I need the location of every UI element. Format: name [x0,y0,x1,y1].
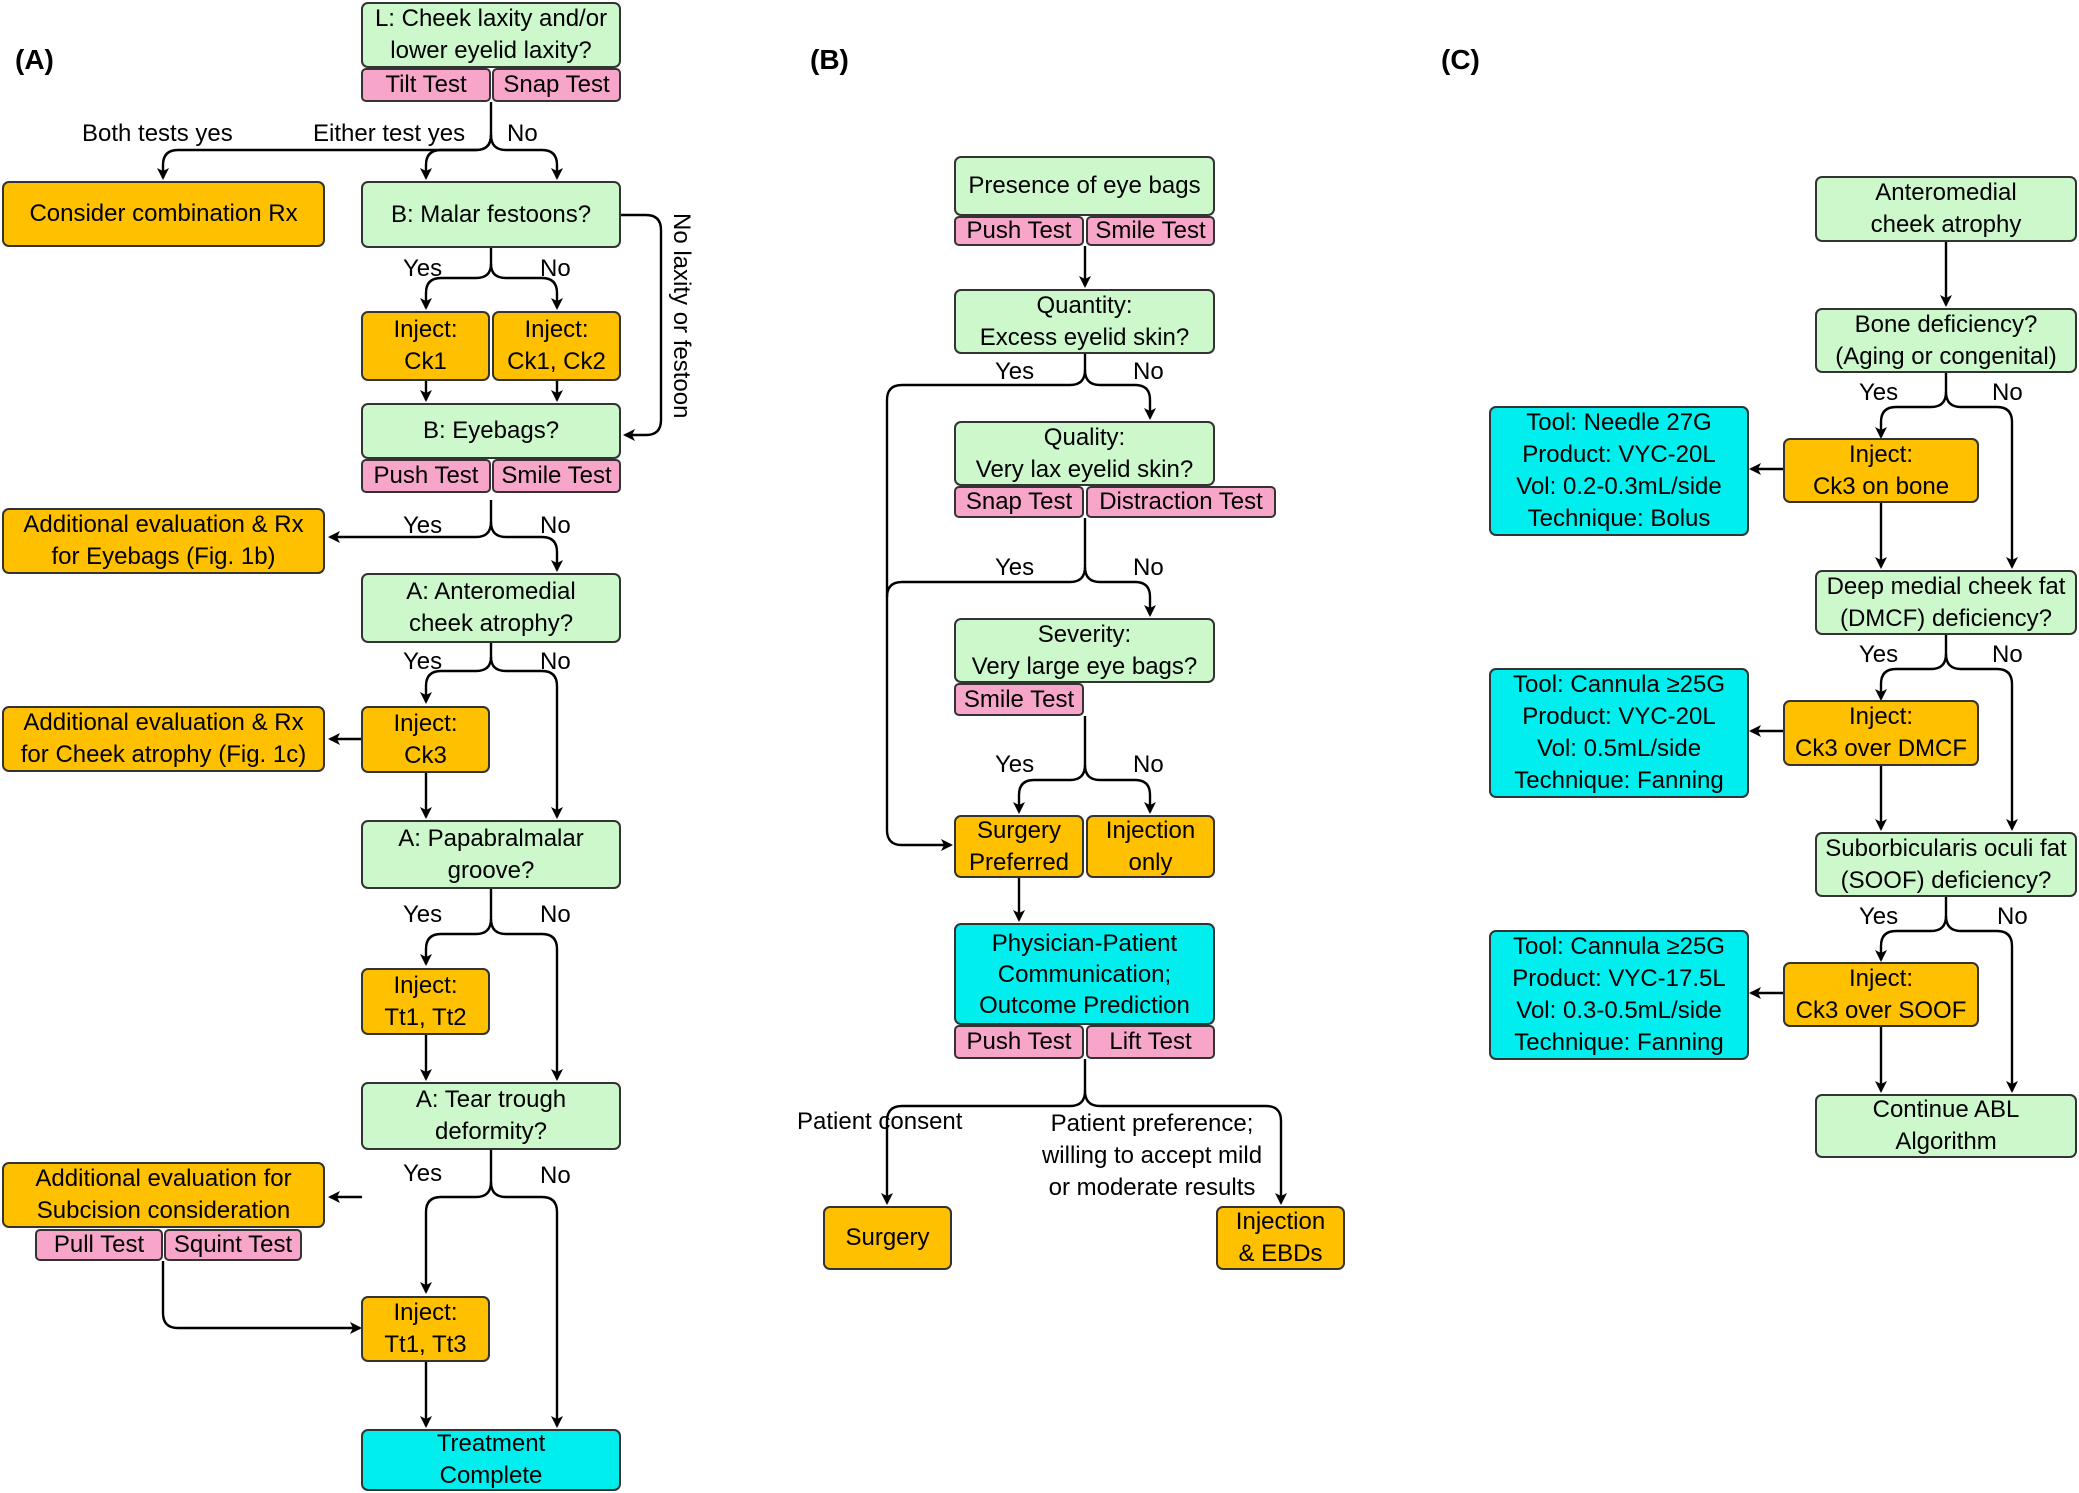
question-bone-deficiency: Bone deficiency? (Aging or congenital) [1815,308,2077,373]
label-patient-preference: Patient preference; willing to accept mi… [1041,1110,1263,1201]
label-no: No [540,901,571,928]
question-soof-deficiency: Suborbicularis oculi fat (SOOF) deficien… [1815,832,2077,897]
lift-test-badge: Lift Test [1086,1025,1215,1059]
question-severity: Severity: Very large eye bags? [954,618,1215,683]
physician-patient-communication: Physician-Patient Communication; Outcome… [954,923,1215,1025]
inject-ck3-on-bone: Inject: Ck3 on bone [1783,438,1979,503]
label-yes: Yes [403,255,443,282]
pull-test-badge: Pull Test [35,1229,163,1261]
evaluation-eyebags: Additional evaluation & Rx for Eyebags (… [2,508,325,574]
smile-test-badge: Smile Test [954,683,1084,716]
question-eyebags: B: Eyebags? [361,403,621,459]
inject-ck3: Inject: Ck3 [361,706,490,773]
label-no: No [1992,641,2023,668]
continue-abl-algorithm: Continue ABL Algorithm [1815,1094,2077,1158]
panel-label-a: (A) [15,44,54,75]
label-no: No [540,512,571,539]
evaluation-cheek-atrophy: Additional evaluation & Rx for Cheek atr… [2,706,325,772]
question-dmcf-deficiency: Deep medial cheek fat (DMCF) deficiency? [1815,570,2077,635]
question-anteromedial-atrophy: A: Anteromedial cheek atrophy? [361,573,621,643]
snap-test-badge: Snap Test [954,486,1084,518]
push-test-badge: Push Test [954,216,1084,246]
label-no: No [1997,903,2028,930]
push-test-badge: Push Test [361,459,491,493]
panel-label-c: (C) [1441,44,1480,75]
label-no: No [1133,358,1164,385]
label-yes: Yes [995,358,1035,385]
question-palpebromalar-groove: A: Papabralmalar groove? [361,820,621,889]
question-laxity: L: Cheek laxity and/or lower eyelid laxi… [361,2,621,68]
push-test-badge: Push Test [954,1025,1084,1059]
consider-combination-rx: Consider combination Rx [2,181,325,247]
panel-label-b: (B) [810,44,849,75]
label-yes: Yes [1859,379,1899,406]
inject-ck1-ck2: Inject: Ck1, Ck2 [492,311,621,381]
tool-cannula-25g-dmcf: Tool: Cannula ≥25G Product: VYC-20L Vol:… [1489,668,1749,798]
presence-of-eye-bags: Presence of eye bags [954,156,1215,216]
label-yes: Yes [403,901,443,928]
label-yes: Yes [1859,641,1899,668]
label-no: No [540,648,571,675]
label-yes: Yes [403,1160,443,1187]
label-either-test-yes: Either test yes [313,120,466,147]
inject-ck3-over-dmcf: Inject: Ck3 over DMCF [1783,700,1979,766]
tool-cannula-25g-soof: Tool: Cannula ≥25G Product: VYC-17.5L Vo… [1489,930,1749,1060]
evaluation-subcision: Additional evaluation for Subcision cons… [2,1162,325,1228]
label-patient-consent: Patient consent [797,1108,963,1135]
label-no: No [540,255,571,282]
question-tear-trough: A: Tear trough deformity? [361,1082,621,1150]
inject-tt1-tt2: Inject: Tt1, Tt2 [361,968,490,1035]
label-no: No [507,120,538,147]
anteromedial-cheek-atrophy: Anteromedial cheek atrophy [1815,176,2077,242]
label-both-tests-yes: Both tests yes [82,120,233,147]
snap-test-badge: Snap Test [492,68,621,102]
surgery: Surgery [823,1206,952,1270]
tool-needle-27g: Tool: Needle 27G Product: VYC-20L Vol: 0… [1489,406,1749,536]
label-no: No [1133,554,1164,581]
inject-ck1: Inject: Ck1 [361,311,490,381]
label-yes: Yes [1859,903,1899,930]
inject-ck3-over-soof: Inject: Ck3 over SOOF [1783,962,1979,1027]
question-malar-festoons: B: Malar festoons? [361,181,621,248]
inject-tt1-tt3: Inject: Tt1, Tt3 [361,1296,490,1362]
injection-and-ebds: Injection & EBDs [1216,1206,1345,1270]
treatment-complete: Treatment Complete [361,1429,621,1491]
injection-only: Injection only [1086,815,1215,878]
label-yes: Yes [995,751,1035,778]
label-yes: Yes [995,554,1035,581]
squint-test-badge: Squint Test [164,1229,302,1261]
question-quality: Quality: Very lax eyelid skin? [954,421,1215,486]
tilt-test-badge: Tilt Test [361,68,491,102]
label-no: No [540,1162,571,1189]
question-quantity: Quantity: Excess eyelid skin? [954,289,1215,354]
distraction-test-badge: Distraction Test [1086,486,1276,518]
surgery-preferred: Surgery Preferred [954,815,1084,878]
label-yes: Yes [403,512,443,539]
label-no: No [1992,379,2023,406]
label-no-laxity-or-festoon: No laxity or festoon [668,213,695,419]
smile-test-badge: Smile Test [1086,216,1215,246]
label-no: No [1133,751,1164,778]
smile-test-badge: Smile Test [492,459,621,493]
label-yes: Yes [403,648,443,675]
